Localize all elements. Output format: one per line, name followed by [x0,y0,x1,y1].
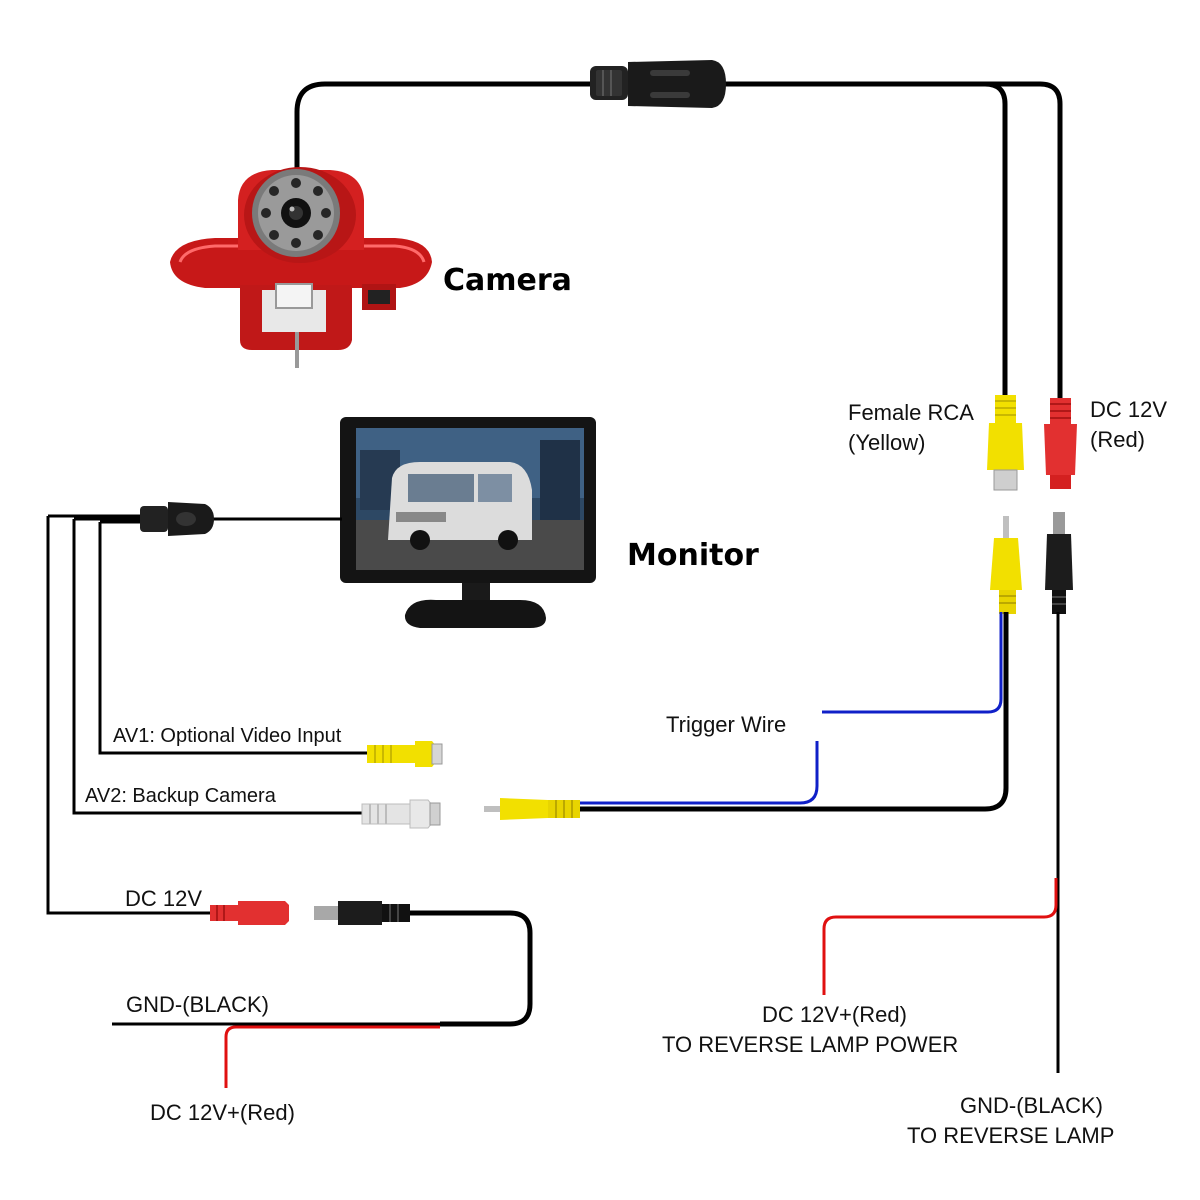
camera-label: Camera [443,263,572,298]
dc12v-plus-left-label: DC 12V+(Red) [150,1100,295,1125]
monitor-power-red-wire [224,1025,440,1088]
dc12v-camera-label-line1: DC 12V [1090,397,1168,422]
gnd-right-line2: TO REVERSE LAMP [907,1123,1115,1148]
dc12v-plus-right-line2: TO REVERSE LAMP POWER [662,1032,959,1057]
monitor-cable [48,514,342,524]
dc12v-camera-label-line2: (Red) [1090,427,1146,452]
trigger-wire-label: Trigger Wire [666,712,787,737]
gnd-left-label: GND-(BLACK) [126,992,270,1017]
trigger-wire [580,612,1003,805]
monitor-image [340,417,596,628]
dc-power-male-plug [314,901,410,925]
video-extension-wire [580,612,1009,812]
monitor-power-cable [410,910,533,1027]
camera-video-male-rca-plug [484,798,580,820]
monitor-cable-connector [140,502,214,536]
camera-cable-connector [590,60,726,108]
monitor-label: Monitor [627,538,759,573]
av1-label: AV1: Optional Video Input [113,725,342,747]
camera-cable [294,81,1063,398]
gnd-right-label: GND-(BLACK) TO REVERSE LAMP [907,1091,1114,1151]
dc12v-camera-label: DC 12V (Red) [1090,395,1167,455]
av1-yellow-rca-connector [367,741,443,767]
dc12v-monitor-female-connector [210,901,289,925]
reverse-lamp-power-wire [822,878,1058,995]
male-rca-yellow-plug [990,516,1022,614]
dc12v-monitor-label: DC 12V [125,886,203,911]
dc12v-camera-female-connector [1044,398,1077,489]
dc-male-black-plug [1045,512,1073,614]
monitor-harness-wires [46,516,440,1026]
female-rca-label-line1: Female RCA [848,400,974,425]
camera-image [170,167,432,368]
dc12v-plus-right-line1: DC 12V+(Red) [762,1002,907,1027]
gnd-right-line1: GND-(BLACK) [960,1093,1104,1118]
av2-white-rca-connector [361,799,441,829]
female-rca-label: Female RCA (Yellow) [848,398,974,458]
dc12v-plus-right-label: DC 12V+(Red) TO REVERSE LAMP POWER [662,1000,958,1060]
female-rca-yellow-connector [987,395,1024,491]
av2-label: AV2: Backup Camera [85,785,276,807]
female-rca-label-line2: (Yellow) [848,430,926,455]
